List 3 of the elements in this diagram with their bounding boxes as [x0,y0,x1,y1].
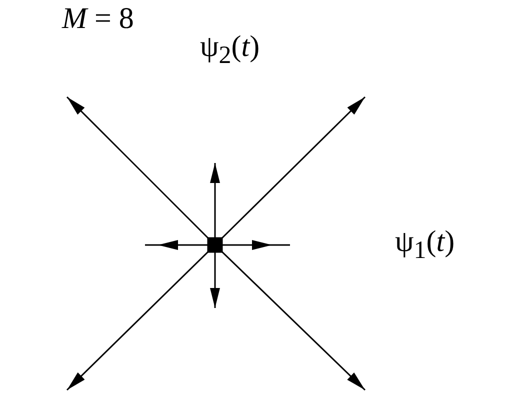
axis-label: ψ$_{2}$(t) [200,30,260,70]
axis-label: ψ$_{1}$(t) [395,225,455,265]
constellation-size-label: M = 8 [62,2,134,36]
